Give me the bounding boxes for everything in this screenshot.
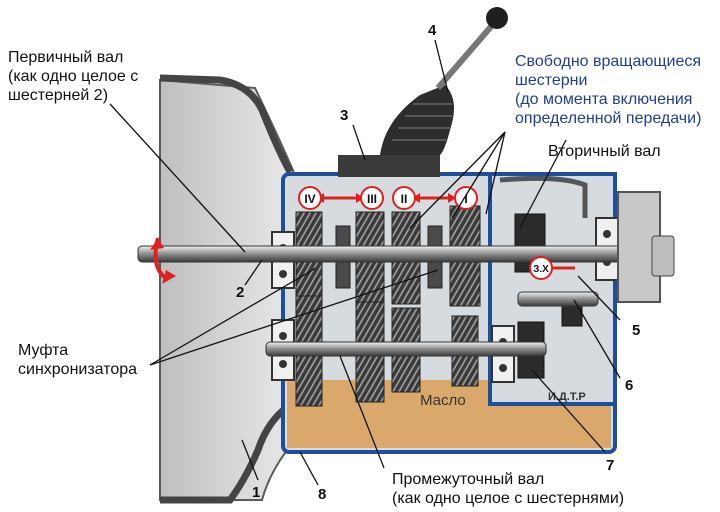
- synchro-clutch-line-2: синхронизатора: [18, 361, 138, 378]
- shifter-base: [338, 155, 440, 177]
- shift-lever: [435, 20, 498, 90]
- primary-shaft-line-1: Первичный вал: [8, 49, 124, 66]
- callout-8: 8: [318, 486, 327, 503]
- gear-mark-iii-label: III: [367, 192, 377, 206]
- publisher-mark: И.Д.Т.Р: [548, 391, 586, 403]
- free-gears-line-1: Свободно вращающиеся: [515, 53, 702, 70]
- free-gears-line-3: (до момента включения: [515, 91, 693, 108]
- callout-4: 4: [428, 22, 437, 39]
- gear-mark-ii-label: II: [401, 192, 408, 206]
- gear-mark-i: I: [454, 186, 478, 210]
- gear-mark-i-label: I: [464, 192, 467, 206]
- gear-mark-iv: IV: [298, 186, 322, 210]
- callout-6: 6: [625, 377, 634, 394]
- free-gears-label: Свободно вращающиеся шестерни (до момент…: [515, 52, 701, 128]
- free-gears-line-4: определенной передачи): [515, 110, 702, 127]
- callout-2: 2: [236, 284, 245, 301]
- synchro-clutch-label: Муфта синхронизатора: [18, 341, 137, 379]
- gear-mark-ii: II: [392, 186, 416, 210]
- reverse-shaft: [517, 291, 599, 307]
- intermediate-shaft-label: Промежуточный вал (как одно целое с шест…: [392, 470, 624, 508]
- primary-shaft: [137, 245, 659, 263]
- callout-3: 3: [340, 107, 349, 124]
- secondary-shaft-label: Вторичный вал: [548, 143, 661, 160]
- callout-7: 7: [606, 457, 615, 474]
- clutch-housing-rim: [159, 74, 294, 174]
- gear-mark-iv-label: IV: [304, 192, 315, 206]
- intermediate-shaft: [265, 341, 547, 357]
- intermediate-shaft-line-2: (как одно целое с шестернями): [392, 490, 625, 507]
- callout-5: 5: [632, 322, 641, 339]
- primary-shaft-line-2: (как одно целое с: [8, 68, 139, 85]
- oil-label: Масло: [420, 392, 466, 409]
- shift-boot: [380, 85, 454, 155]
- reverse-mark-label: З.Х: [533, 264, 549, 275]
- shift-knob: [486, 7, 508, 29]
- primary-shaft-label: Первичный вал (как одно целое с шестерне…: [8, 48, 138, 105]
- leader-lines: [109, 39, 621, 486]
- primary-shaft-line-3: шестерней 2): [8, 87, 109, 104]
- synchro-clutch-line-1: Муфта: [18, 342, 69, 359]
- callout-1: 1: [252, 484, 261, 501]
- gear-mark-iii: III: [360, 186, 384, 210]
- free-gears-line-2: шестерни: [515, 72, 588, 89]
- reverse-mark: З.Х: [529, 256, 553, 280]
- intermediate-shaft-line-1: Промежуточный вал: [392, 471, 545, 488]
